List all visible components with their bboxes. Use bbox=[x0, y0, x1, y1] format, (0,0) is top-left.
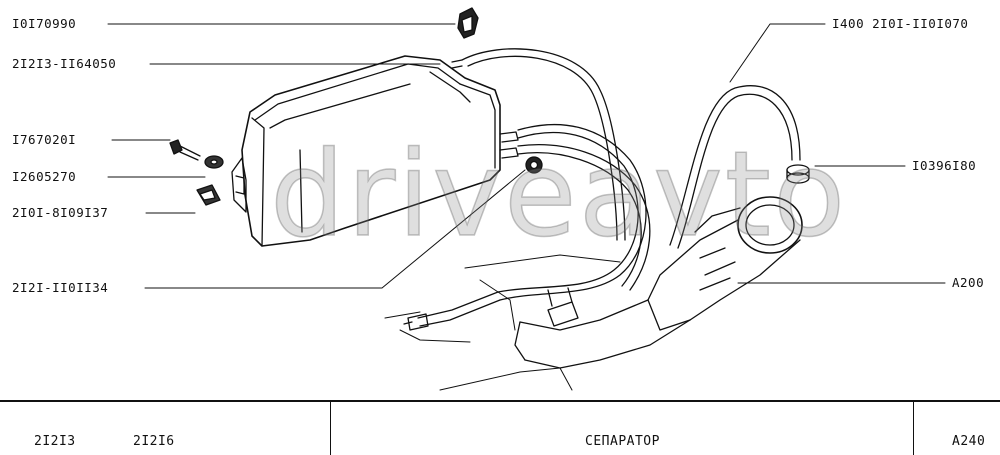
clamp-top bbox=[457, 7, 479, 39]
part-label-1767020: I767020I bbox=[12, 132, 77, 147]
part-label-1039618: I0396I80 bbox=[912, 158, 977, 173]
part-label-2121-110134: 2I2I-II0II34 bbox=[12, 280, 109, 295]
separator-diagram bbox=[107, 7, 946, 391]
filler-neck bbox=[514, 196, 803, 369]
washer bbox=[204, 155, 224, 169]
vent-hose-upper bbox=[461, 48, 626, 241]
footer-model-1: 2I2I3 bbox=[34, 434, 76, 449]
footer-bar: 2I2I3 2I2I6 СЕПАРАТОР A240 bbox=[0, 400, 1000, 455]
clip-small bbox=[196, 184, 221, 206]
part-label-A200: A200 bbox=[952, 275, 985, 290]
part-label-1400-2101: I400 2I0I-II0I070 bbox=[832, 16, 969, 31]
part-label-12605270: I2605270 bbox=[12, 169, 77, 184]
hose-clamp bbox=[525, 156, 543, 174]
footer-code-cell: A240 bbox=[913, 402, 999, 455]
vent-hose-long bbox=[669, 85, 801, 249]
vent-hoses-side bbox=[417, 124, 651, 327]
watermark: driveavto bbox=[269, 125, 848, 263]
footer-code: A240 bbox=[952, 434, 986, 449]
hose-clip bbox=[547, 287, 579, 327]
body-lines bbox=[384, 254, 621, 391]
tube-fitting bbox=[403, 313, 429, 331]
footer-model-2: 2I2I6 bbox=[133, 434, 175, 449]
part-label-2101-8109137: 2I0I-8I09I37 bbox=[12, 205, 109, 220]
footer-title: СЕПАРАТОР bbox=[585, 434, 660, 449]
grommet bbox=[786, 164, 810, 184]
leader-lines bbox=[107, 23, 946, 289]
footer-title-cell: СЕПАРАТОР bbox=[330, 402, 914, 455]
bolt bbox=[169, 139, 201, 161]
part-label-10170990: I0I70990 bbox=[12, 16, 77, 31]
part-label-21213-1164050: 2I2I3-II64050 bbox=[12, 56, 117, 71]
separator-tank bbox=[231, 55, 519, 247]
